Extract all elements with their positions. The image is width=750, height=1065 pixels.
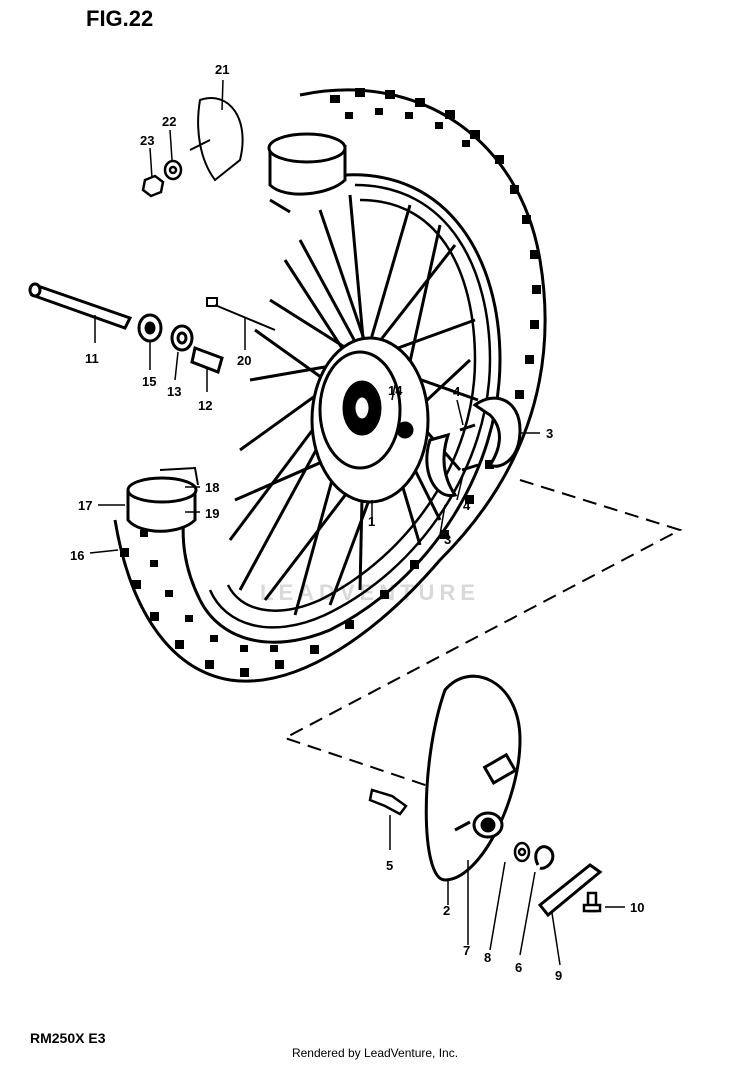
callouts: 21 22 23 11 15 13 12 20 14 4 3 4 3 1 18 … [70, 62, 644, 983]
callout-7: 7 [463, 943, 470, 958]
dash-lines [282, 479, 683, 791]
rim-lock-21 [189, 97, 244, 182]
springs-4 [459, 423, 479, 472]
callout-4-upper: 4 [453, 384, 461, 399]
callout-4-lower: 4 [463, 498, 471, 513]
callout-3-right: 3 [546, 426, 553, 441]
callout-18: 18 [205, 480, 219, 495]
callout-17: 17 [78, 498, 92, 513]
callout-10: 10 [630, 900, 644, 915]
brake-shoe-3-lower [425, 432, 458, 497]
nut-23 [141, 174, 165, 198]
callout-1: 1 [368, 514, 375, 529]
watermark: LEADVENTURE [260, 580, 480, 605]
nipple-20 [206, 297, 276, 331]
spacer-12 [190, 345, 224, 374]
figure-title: FIG.22 [86, 6, 154, 31]
callout-22: 22 [162, 114, 176, 129]
callout-5: 5 [386, 858, 393, 873]
callout-6: 6 [515, 960, 522, 975]
footer-credit: Rendered by LeadVenture, Inc. [291, 1046, 459, 1060]
model-code: RM250X E3 [30, 1030, 106, 1046]
callout-12: 12 [198, 398, 212, 413]
axle-11 [28, 282, 133, 330]
exploded-wheel-diagram: LEADVENTURE [28, 62, 683, 983]
circlip-6 [534, 845, 555, 870]
callout-15: 15 [142, 374, 156, 389]
rim [208, 183, 492, 629]
leader-lines [89, 79, 625, 966]
hub-1 [310, 336, 430, 504]
brake-panel-2 [424, 674, 522, 882]
callout-21: 21 [215, 62, 229, 77]
washer-22 [163, 159, 183, 181]
callout-9: 9 [555, 968, 562, 983]
callout-3-lower: 3 [444, 532, 451, 547]
washer-8 [513, 841, 531, 863]
callout-14: 14 [388, 383, 403, 398]
lever-9 [537, 863, 603, 918]
brake-shoe-3-upper [472, 396, 522, 468]
callout-8: 8 [484, 950, 491, 965]
callout-19: 19 [205, 506, 219, 521]
tube-top [267, 132, 347, 214]
cam-5 [368, 788, 408, 816]
callout-16: 16 [70, 548, 84, 563]
callout-20: 20 [237, 353, 251, 368]
tire-16 [113, 88, 547, 683]
washer-13 [170, 324, 194, 352]
callout-13: 13 [167, 384, 181, 399]
callout-23: 23 [140, 133, 154, 148]
callout-11: 11 [85, 351, 99, 366]
rim-band-18 [159, 466, 199, 486]
nut-15 [137, 313, 163, 343]
callout-2: 2 [443, 903, 450, 918]
tube-17 [126, 476, 198, 533]
bolt-10 [582, 891, 602, 913]
